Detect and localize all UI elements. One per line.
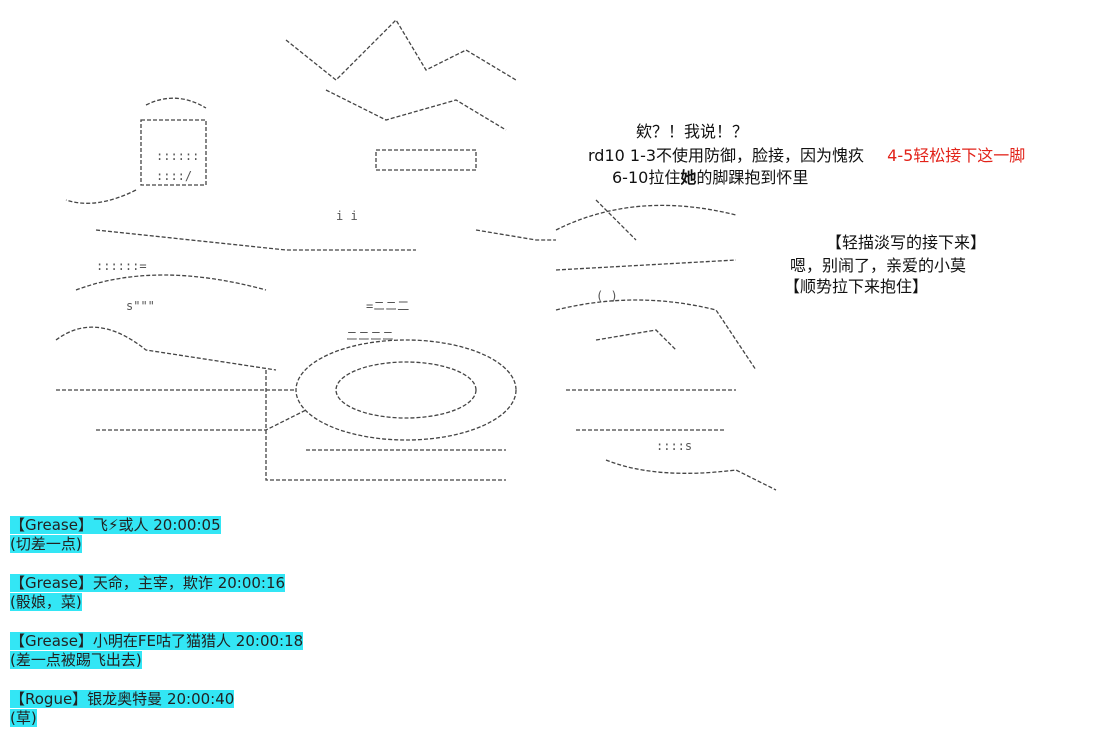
svg-text:::::s: ::::s	[656, 439, 692, 453]
dialog-line-3-bold: 她	[680, 168, 697, 187]
dialog-line-3-suffix: 的脚踝抱到怀里	[696, 168, 809, 187]
svg-text:s""": s"""	[126, 299, 155, 313]
lightning-icon: ⚡	[107, 516, 119, 534]
svg-text:::::::: ::::::	[156, 149, 199, 163]
ascii-art-drawing: :::::: ::::/ ::::::= s""" i i =ニニ二 ニニニニ …	[55, 18, 777, 491]
svg-text:::::::=: ::::::=	[96, 259, 147, 273]
dialog-line-2: rd10 1-3不使用防御，脸接，因为愧疚 4-5轻松接下这一脚	[588, 146, 1025, 166]
log-entry-3-body: (差一点被踢飞出去)	[10, 651, 142, 669]
dialog-line-3: 6-10拉住她的脚踝抱到怀里	[612, 168, 808, 188]
log-entry-1-time: 或人 20:00:05	[118, 516, 221, 534]
log-entry-2-body: (骰娘，菜)	[10, 593, 82, 611]
svg-text:::::/: ::::/	[156, 169, 192, 183]
svg-text:ニニニニ: ニニニニ	[346, 329, 394, 343]
svg-text:( ): ( )	[596, 289, 618, 303]
dialog-line-5: 嗯，别闹了，亲爱的小莫	[790, 256, 967, 275]
dialog-line-4: 【轻描淡写的接下来】	[826, 233, 987, 252]
dialog-line-1: 欸？！我说！？	[636, 122, 749, 141]
log-entry-2-header: 【Grease】天命，主宰，欺诈 20:00:16	[10, 574, 286, 592]
dialog-line-3-prefix: 6-10拉住	[612, 168, 681, 187]
log-entry-4-body: (草)	[10, 709, 37, 727]
dialog-line-6: 【顺势拉下来抱住】	[784, 277, 929, 296]
dialog-line-2-text: rd10 1-3不使用防御，脸接，因为愧疚	[588, 146, 865, 165]
dialog-line-2-red: 4-5轻松接下这一脚	[887, 146, 1026, 165]
log-entry-1-header: 【Grease】飞⚡或人 20:00:05	[10, 516, 221, 534]
ascii-art-illustration: :::::: ::::/ ::::::= s""" i i =ニニ二 ニニニニ …	[36, 10, 796, 500]
log-entry-1-body: (切差一点)	[10, 535, 82, 553]
svg-text:i i: i i	[336, 209, 358, 223]
log-entry-4-header: 【Rogue】银龙奥特曼 20:00:40	[10, 690, 235, 708]
log-entry-3-header: 【Grease】小明在FE咕了猫猎人 20:00:18	[10, 632, 304, 650]
svg-text:=ニニ二: =ニニ二	[366, 299, 409, 313]
log-entry-1-user: 【Grease】飞	[10, 516, 108, 534]
